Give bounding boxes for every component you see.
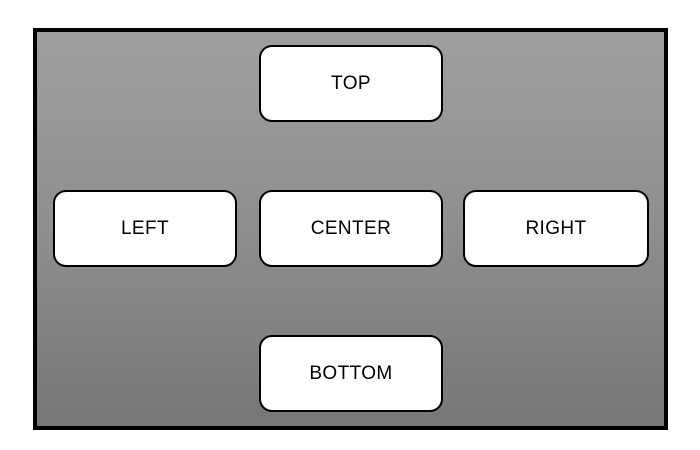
button-center[interactable]: CENTER bbox=[259, 190, 443, 267]
button-right-label: RIGHT bbox=[525, 218, 587, 239]
button-left-label: LEFT bbox=[120, 218, 170, 239]
alignment-panel: TOP LEFT CENTER RIGHT BOTTOM bbox=[33, 28, 668, 430]
button-bottom[interactable]: BOTTOM bbox=[259, 335, 443, 412]
button-left[interactable]: LEFT bbox=[53, 190, 237, 267]
button-bottom-label: BOTTOM bbox=[309, 363, 393, 384]
button-top[interactable]: TOP bbox=[259, 45, 443, 122]
button-center-label: CENTER bbox=[310, 218, 392, 239]
button-right[interactable]: RIGHT bbox=[463, 190, 649, 267]
button-top-label: TOP bbox=[331, 73, 371, 94]
